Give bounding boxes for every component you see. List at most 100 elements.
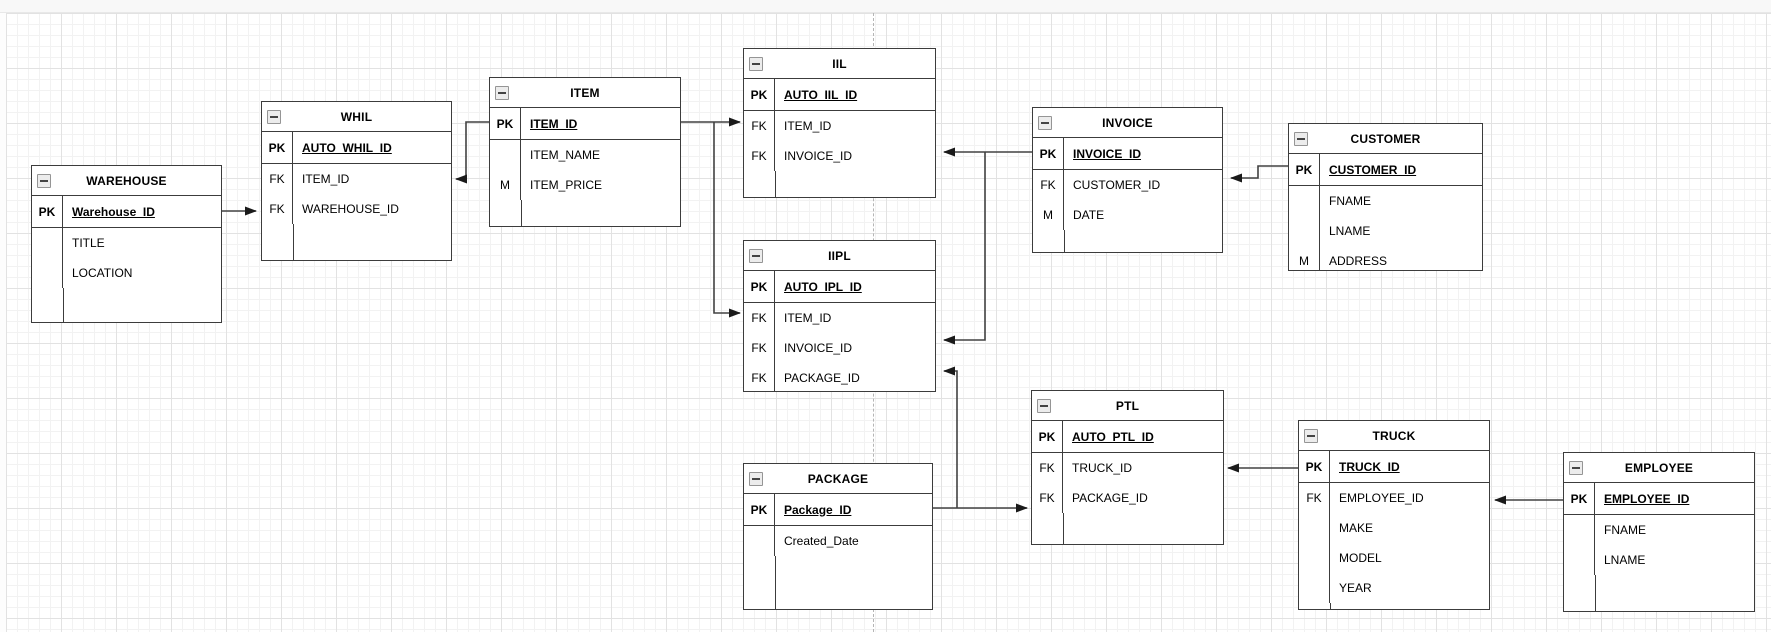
table-row-pk[interactable]: PK ITEM_ID [490,108,680,140]
table-row[interactable]: M DATE [1033,200,1222,230]
table-iipl[interactable]: IIPL PK AUTO_IPL_ID FK ITEM_ID FK INVOIC… [743,240,936,392]
collapse-icon[interactable] [749,56,763,71]
table-warehouse[interactable]: WAREHOUSE PK Warehouse_ID TITLE LOCATION [31,165,222,323]
field-name: AUTO_IPL_ID [784,279,862,294]
table-invoice[interactable]: INVOICE PK INVOICE_ID FK CUSTOMER_ID M D… [1032,107,1223,253]
table-row-pk[interactable]: PK INVOICE_ID [1033,138,1222,170]
table-body: PK Package_ID Created_Date [744,494,932,609]
table-row[interactable]: FK ITEM_ID [744,303,935,333]
collapse-icon[interactable] [1294,131,1308,146]
table-row[interactable]: FK TRUCK_ID [1032,453,1223,483]
table-row[interactable]: FNAME [1564,515,1754,545]
field-name: FNAME [1329,194,1371,208]
table-body: PK ITEM_ID ITEM_NAME M ITEM_PRICE [490,108,680,226]
field-name: ITEM_ID [784,119,832,133]
table-employee[interactable]: EMPLOYEE PK EMPLOYEE_ID FNAME LNAME [1563,452,1755,612]
table-row[interactable]: MODEL [1299,543,1489,573]
key-cell: PK [1289,154,1320,185]
field-name: TRUCK_ID [1339,459,1400,474]
table-item[interactable]: ITEM PK ITEM_ID ITEM_NAME M ITEM_PRICE [489,77,681,227]
field-name: ADDRESS [1329,254,1388,268]
table-row[interactable]: LOCATION [32,258,221,288]
collapse-icon[interactable] [267,109,281,124]
table-title: PTL [1115,398,1140,413]
collapse-icon[interactable] [495,85,509,100]
table-row-pk[interactable]: PK CUSTOMER_ID [1289,154,1482,186]
table-title: ITEM [570,85,600,100]
key-cell: FK [744,111,775,141]
table-row-pk[interactable]: PK Package_ID [744,494,932,526]
canvas-left-margin [0,13,6,632]
table-title: PACKAGE [807,471,869,486]
table-row[interactable]: FK CUSTOMER_ID [1033,170,1222,200]
key-cell [1289,186,1320,216]
connector-item-to-whil[interactable] [455,121,489,184]
table-row[interactable]: FK INVOICE_ID [744,333,935,363]
collapse-icon[interactable] [1037,398,1051,413]
connector-invoice-to-iipl[interactable] [943,152,986,345]
table-empty-area [744,556,932,609]
field-name: LOCATION [72,266,133,280]
connector-customer-to-invoice[interactable] [1230,165,1288,183]
table-row[interactable]: FK WAREHOUSE_ID [262,194,451,224]
table-row[interactable]: Created_Date [744,526,932,556]
key-cell [32,228,63,258]
table-truck[interactable]: TRUCK PK TRUCK_ID FK EMPLOYEE_ID MAKE MO… [1298,420,1490,610]
key-cell: PK [1564,483,1595,514]
collapse-icon[interactable] [1569,460,1583,475]
connector-item-to-iipl[interactable] [713,122,741,318]
table-whil[interactable]: WHIL PK AUTO_WHIL_ID FK ITEM_ID FK WAREH… [261,101,452,261]
table-row[interactable]: TITLE [32,228,221,258]
table-row-pk[interactable]: PK AUTO_IIL_ID [744,79,935,111]
table-row[interactable]: FK EMPLOYEE_ID [1299,483,1489,513]
table-iil[interactable]: IIL PK AUTO_IIL_ID FK ITEM_ID FK INVOICE… [743,48,936,198]
table-row-pk[interactable]: PK AUTO_PTL_ID [1032,421,1223,453]
collapse-icon[interactable] [1304,428,1318,443]
field-name: TITLE [72,236,105,250]
table-row[interactable]: FK PACKAGE_ID [1032,483,1223,513]
table-row[interactable]: M ITEM_PRICE [490,170,680,200]
field-name: DATE [1073,208,1105,222]
field-name: Package_ID [784,502,852,517]
collapse-icon[interactable] [1038,115,1052,130]
table-row-pk[interactable]: PK Warehouse_ID [32,196,221,228]
table-row[interactable]: MAKE [1299,513,1489,543]
table-row[interactable]: FK INVOICE_ID [744,141,935,171]
connector-package-to-iipl[interactable] [943,366,958,508]
table-row[interactable]: LNAME [1289,216,1482,246]
table-body: PK AUTO_IPL_ID FK ITEM_ID FK INVOICE_ID … [744,271,935,391]
table-row[interactable]: FK ITEM_ID [744,111,935,141]
field-name: ITEM_ID [530,116,578,131]
table-header: IIPL [744,241,935,271]
table-row-pk[interactable]: PK EMPLOYEE_ID [1564,483,1754,515]
table-row-pk[interactable]: PK TRUCK_ID [1299,451,1489,483]
table-row[interactable]: FNAME [1289,186,1482,216]
table-customer[interactable]: CUSTOMER PK CUSTOMER_ID FNAME LNAME M AD… [1288,123,1483,271]
key-cell [1289,216,1320,246]
collapse-icon[interactable] [37,173,51,188]
field-name: INVOICE_ID [784,149,853,163]
table-ptl[interactable]: PTL PK AUTO_PTL_ID FK TRUCK_ID FK PACKAG… [1031,390,1224,545]
table-row[interactable]: M ADDRESS [1289,246,1482,270]
collapse-icon[interactable] [749,248,763,263]
key-cell [1299,543,1330,573]
table-row[interactable]: FK ITEM_ID [262,164,451,194]
table-empty-area [1032,513,1223,544]
table-package[interactable]: PACKAGE PK Package_ID Created_Date [743,463,933,610]
field-name: ITEM_NAME [530,148,601,162]
collapse-icon[interactable] [749,471,763,486]
table-row[interactable]: ITEM_NAME [490,140,680,170]
table-header: INVOICE [1033,108,1222,138]
table-row-pk[interactable]: PK AUTO_WHIL_ID [262,132,451,164]
table-row[interactable]: FK PACKAGE_ID [744,363,935,391]
field-name: MODEL [1339,551,1382,565]
table-row[interactable]: YEAR [1299,573,1489,603]
table-row-pk[interactable]: PK AUTO_IPL_ID [744,271,935,303]
key-cell: PK [744,494,775,525]
key-cell: FK [744,363,775,391]
key-cell: PK [262,132,293,163]
table-body: PK AUTO_PTL_ID FK TRUCK_ID FK PACKAGE_ID [1032,421,1223,544]
field-name: TRUCK_ID [1072,461,1133,475]
table-row[interactable]: LNAME [1564,545,1754,575]
